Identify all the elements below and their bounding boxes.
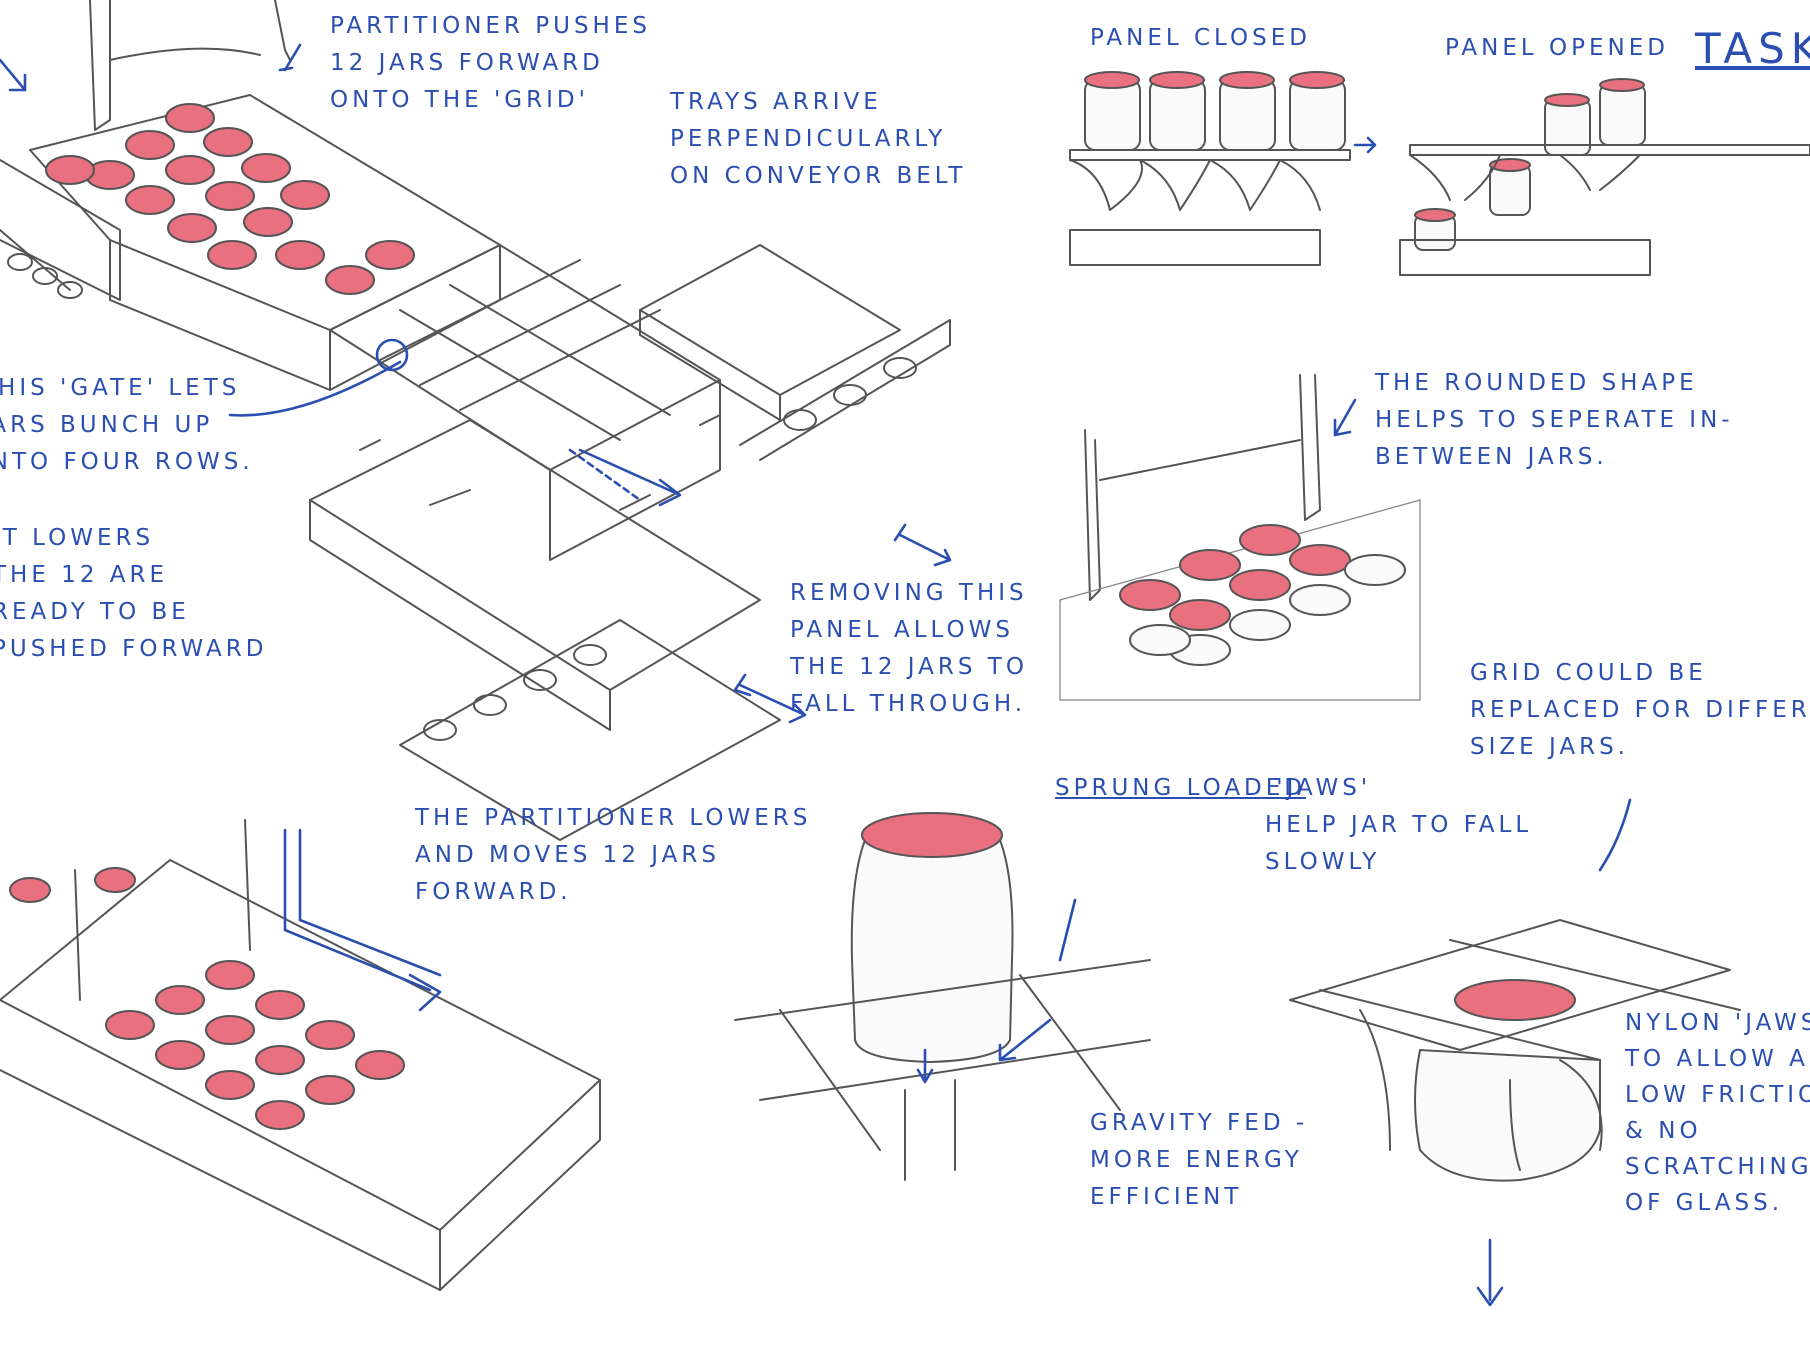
- left-rollers: [7, 253, 83, 299]
- note-gate: THIS 'GATE' LETS JARS BUNCH UP INTO FOUR…: [0, 375, 254, 475]
- note-sprung-loaded: SPRUNG LOADED: [1055, 775, 1307, 801]
- panel-arrow: [1353, 136, 1377, 154]
- note-lowers: IT LOWERS THE 12 ARE READY TO BE PUSHED …: [0, 525, 268, 662]
- note-removing-panel: REMOVING THIS PANEL ALLOWS THE 12 JARS T…: [790, 580, 1028, 717]
- nylon-fall-arrow: [1476, 1238, 1504, 1307]
- note-partitioner-lowers: THE PARTITIONER LOWERS AND MOVES 12 JARS…: [415, 805, 812, 905]
- note-panel-closed: PANEL CLOSED: [1090, 25, 1311, 51]
- note-trays-arrive: TRAYS ARRIVE PERPENDICULARLY ON CONVEYOR…: [670, 89, 967, 189]
- main-machine-sketch: [0, 0, 952, 841]
- note-grid-replaced: GRID COULD BE REPLACED FOR DIFFERENT SIZ…: [1470, 660, 1810, 760]
- panel-states-sketch: [1069, 71, 1810, 276]
- opened-panel-jars: [1414, 78, 1646, 251]
- double-arrow-right: [893, 523, 952, 567]
- gate-circle: [375, 338, 409, 372]
- jar-fall-arrow: [916, 1048, 934, 1084]
- double-arrow-bottom: [733, 673, 807, 724]
- tray-jar-lids: [45, 103, 415, 295]
- note-nylon-jaws: NYLON 'JAWS' TO ALLOW A LOW FRICTION & N…: [1625, 1010, 1810, 1216]
- sprung-jaws-sketch: [734, 812, 1151, 1181]
- note-panel-opened: PANEL OPENED: [1445, 35, 1669, 61]
- note-task: TASK: [1695, 24, 1810, 73]
- nylon-jaws-sketch: [1289, 798, 1741, 1307]
- top-left-arrow: [0, 58, 27, 92]
- rounded-shape-sketch: [1059, 374, 1421, 701]
- right-rollers: [783, 357, 917, 431]
- note-partitioner-pushes: PARTITIONER PUSHES 12 JARS FORWARD ONTO …: [330, 13, 651, 113]
- partitioner-move-arrow: [283, 828, 442, 1012]
- closed-panel-jars: [1084, 71, 1346, 151]
- note-gravity-fed: GRAVITY FED - MORE ENERGY EFFICIENT: [1090, 1110, 1309, 1210]
- partitioner-lowering-sketch: [0, 819, 601, 1291]
- note-rounded-shape: THE ROUNDED SHAPE HELPS TO SEPERATE IN- …: [1375, 370, 1734, 470]
- note-jaws-text: 'JAWS' HELP JAR TO FALL SLOWLY: [1265, 775, 1533, 875]
- panel-slide-arrow: [578, 448, 682, 507]
- lower-rollers: [423, 644, 607, 741]
- rounded-jar-lids: [1119, 524, 1406, 666]
- partitioner-jar-lids: [9, 867, 405, 1130]
